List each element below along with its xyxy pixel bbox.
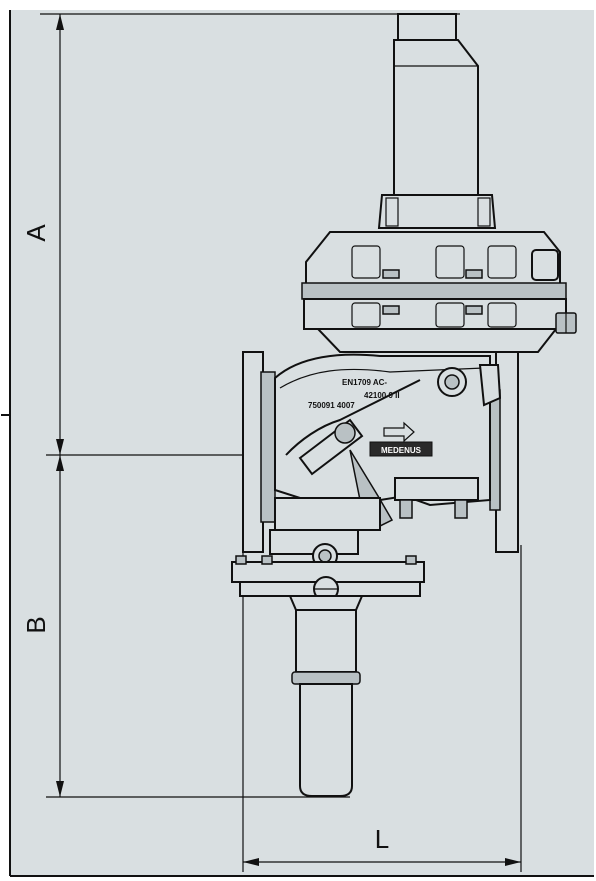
brand-badge-text: MEDENUS xyxy=(381,446,422,455)
housing-bolt-boss xyxy=(351,245,381,279)
dimension-a-label: A xyxy=(21,224,51,242)
bonnet-nut xyxy=(235,555,247,565)
arrow-b-bottom xyxy=(56,781,64,797)
bonnet-nut xyxy=(261,555,273,565)
dimension-lines-horizontal xyxy=(242,545,522,872)
housing-nut xyxy=(465,269,483,279)
housing-bolt-boss xyxy=(435,245,465,279)
shutoff-pivot xyxy=(334,422,356,444)
arrow-l-left xyxy=(243,858,259,866)
dimension-l-label: L xyxy=(375,824,389,854)
shutoff-handle xyxy=(349,449,394,527)
arrow-b-top xyxy=(56,455,64,471)
arrow-l-right xyxy=(505,858,521,866)
dimension-lines-vertical xyxy=(40,13,460,798)
cover-rib-right xyxy=(477,197,491,227)
dimension-b-label: B xyxy=(21,616,51,633)
cover-body xyxy=(393,39,479,201)
upper-flange xyxy=(301,282,567,300)
housing-bolt-boss xyxy=(351,302,381,328)
cover-rib-left xyxy=(385,197,399,227)
nameplate-line-3: 750091 4007 xyxy=(308,401,355,410)
housing-nut xyxy=(465,305,483,315)
arrow-a-top xyxy=(56,14,64,30)
nameplate-line-2: 42100 9 II xyxy=(364,391,400,400)
upper-diaphragm-housing xyxy=(301,231,577,353)
lower-spring-upper xyxy=(295,609,357,673)
arrow-a-bottom xyxy=(56,439,64,455)
outlet-flange-neck xyxy=(489,389,501,511)
cover-base xyxy=(377,194,497,229)
housing-bolt-boss xyxy=(435,302,465,328)
bonnet-plug-core xyxy=(318,549,332,563)
housing-bolt-boss xyxy=(487,245,517,279)
lower-housing-bottom xyxy=(315,328,559,353)
flow-arrow-icon xyxy=(383,421,415,443)
valve-body: EN1709 AC- 42100 9 II 750091 4007 MEDENU… xyxy=(242,351,519,553)
shutoff-linkage xyxy=(285,364,502,527)
inlet-flange-neck xyxy=(260,371,276,523)
valve-body-main xyxy=(274,353,491,507)
upper-housing-top xyxy=(305,231,561,286)
inlet-flange xyxy=(242,351,264,553)
brand-badge xyxy=(369,441,433,457)
body-bolt xyxy=(454,499,468,519)
housing-nut xyxy=(382,269,400,279)
body-lower-shoulder xyxy=(394,477,479,501)
bonnet-taper xyxy=(288,595,364,611)
body-bolt xyxy=(399,499,413,519)
housing-nut xyxy=(382,305,400,315)
body-contour xyxy=(279,367,485,389)
linkage-rod xyxy=(285,379,421,456)
bonnet-upper xyxy=(274,497,381,531)
housing-bolt-boss xyxy=(487,302,517,328)
reset-knob-core xyxy=(444,374,460,390)
right-actuator xyxy=(478,364,502,407)
spring-cover xyxy=(377,13,497,229)
lower-spring-collar xyxy=(291,671,361,685)
lower-spring-housing xyxy=(291,609,361,797)
cover-cap xyxy=(397,13,457,41)
lower-spring-cap xyxy=(299,683,353,797)
lower-housing xyxy=(303,298,567,330)
bonnet-nut xyxy=(405,555,417,565)
nameplate-line-1: EN1709 AC- xyxy=(342,378,387,387)
side-fitting xyxy=(531,249,559,281)
